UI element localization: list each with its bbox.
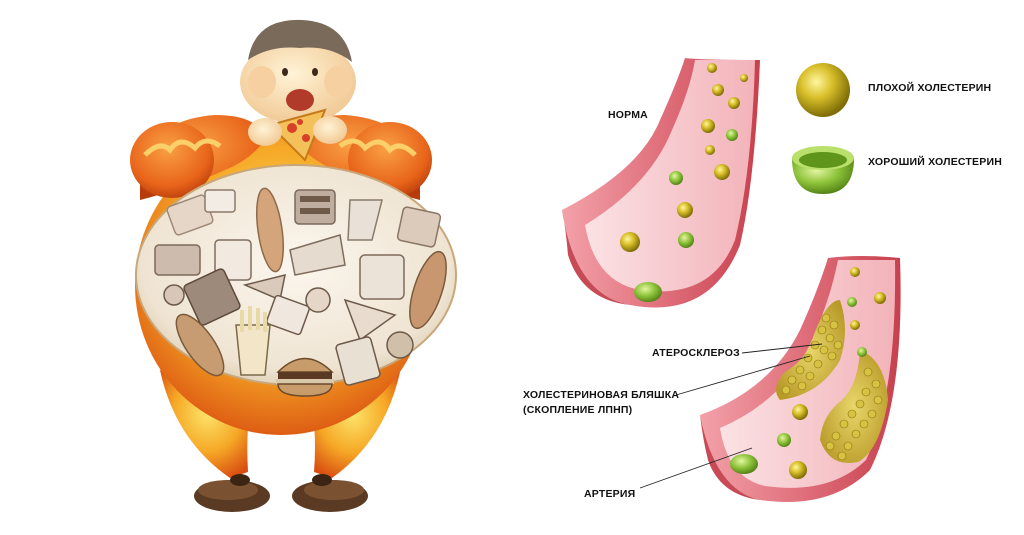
bad-cholesterol-particle xyxy=(740,74,748,82)
bad-cholesterol-particle xyxy=(620,232,640,252)
bad-cholesterol-particle xyxy=(707,63,717,73)
label-atherosclerosis: АТЕРОСКЛЕРОЗ xyxy=(652,347,740,359)
good-cholesterol-particle xyxy=(730,454,758,474)
legend xyxy=(792,63,854,194)
bad-cholesterol-particle xyxy=(789,461,807,479)
bad-cholesterol-particle xyxy=(712,84,724,96)
bad-cholesterol-particle xyxy=(850,320,860,330)
label-plaque-line1: ХОЛЕСТЕРИНОВАЯ БЛЯШКА xyxy=(523,389,680,401)
pointer-atherosclerosis xyxy=(741,343,823,354)
cholesterol-plaque xyxy=(776,300,845,400)
right-shoe xyxy=(292,474,368,512)
pointer-plaque xyxy=(675,355,811,396)
burger xyxy=(276,357,334,397)
bad-cholesterol-particle xyxy=(705,145,715,155)
left-hand xyxy=(248,118,282,146)
fries xyxy=(235,306,271,376)
pointer-artery xyxy=(639,447,753,489)
good-cholesterol-particle xyxy=(678,232,694,248)
atherosclerotic-artery xyxy=(700,256,901,502)
bad-cholesterol-particle xyxy=(850,267,860,277)
label-bad-cholesterol: ПЛОХОЙ ХОЛЕСТЕРИН xyxy=(868,82,992,94)
green-cup-icon xyxy=(792,146,854,194)
label-good-cholesterol: ХОРОШИЙ ХОЛЕСТЕРИН xyxy=(868,156,1002,168)
pointer-lines xyxy=(639,343,823,489)
right-hand xyxy=(313,116,347,144)
bad-cholesterol-particle xyxy=(701,119,715,133)
bad-cholesterol-particle xyxy=(792,404,808,420)
label-norm: НОРМА xyxy=(608,109,648,121)
left-shoe xyxy=(194,474,270,512)
bad-cholesterol-particle xyxy=(677,202,693,218)
artery-cut-edge xyxy=(700,415,760,500)
good-cholesterol-particle xyxy=(634,282,662,302)
label-artery: АРТЕРИЯ xyxy=(584,488,636,500)
bad-cholesterol-particle xyxy=(874,292,886,304)
good-cholesterol-particle xyxy=(847,297,857,307)
bad-cholesterol-particle xyxy=(714,164,730,180)
good-cholesterol-particle xyxy=(857,347,867,357)
mouth xyxy=(286,89,314,111)
good-cholesterol-particle xyxy=(726,129,738,141)
good-cholesterol-particle xyxy=(777,433,791,447)
bad-cholesterol-particle xyxy=(728,97,740,109)
head xyxy=(240,40,356,124)
good-cholesterol-particle xyxy=(669,171,683,185)
fat-cartoon-man-icon xyxy=(130,19,457,512)
label-plaque-line2: (СКОПЛЕНИЕ ЛПНП) xyxy=(523,404,633,416)
junk-food-pile-icon xyxy=(154,187,447,397)
hair xyxy=(248,19,352,62)
normal-artery xyxy=(562,58,760,308)
yellow-sphere-icon xyxy=(796,63,850,117)
